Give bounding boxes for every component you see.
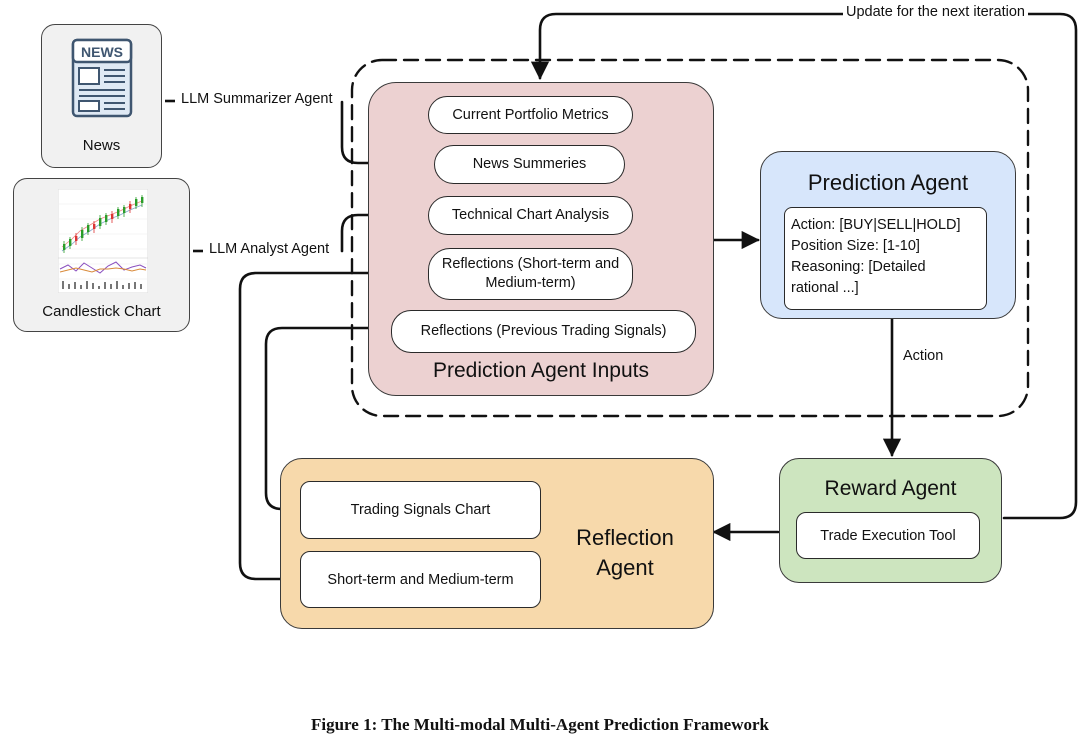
figure-caption: Figure 1: The Multi-modal Multi-Agent Pr…: [311, 715, 769, 734]
trade-execution-tool: Trade Execution Tool: [796, 512, 980, 559]
candlestick-chart-thumbnail: [58, 189, 148, 293]
newspaper-masthead: NEWS: [81, 44, 123, 60]
input-portfolio-metrics: Current Portfolio Metrics: [428, 96, 633, 134]
reflection-trading-signals-chart: Trading Signals Chart: [300, 481, 541, 539]
candlestick-chart-label: Candlestick Chart: [42, 303, 161, 320]
news-label: News: [82, 137, 121, 154]
input-reflections-previous-signals: Reflections (Previous Trading Signals): [391, 310, 696, 353]
arrow-signals-to-reflections: [264, 318, 392, 511]
news-source-box: NEWS News: [41, 24, 162, 168]
output-action-line: Action: [BUY|SELL|HOLD]: [791, 217, 961, 233]
arrow-chart-to-analysis: [340, 205, 428, 253]
output-reasoning-line: Reasoning: [Detailed: [791, 259, 926, 275]
analyst-agent-label: LLM Analyst Agent: [206, 241, 333, 257]
input-reflections-short-medium: Reflections (Short-term and Medium-term): [428, 248, 633, 300]
reflection-short-medium-term: Short-term and Medium-term: [300, 551, 541, 608]
reward-agent-title: Reward Agent: [824, 477, 957, 500]
prediction-inputs-title: Prediction Agent Inputs: [433, 359, 649, 382]
prediction-agent-title: Prediction Agent: [807, 170, 969, 195]
arrow-shortmedium-to-reflections: [238, 263, 428, 581]
newspaper-icon: NEWS: [71, 38, 133, 118]
summarizer-agent-label: LLM Summarizer Agent: [178, 91, 336, 107]
output-position-size-line: Position Size: [1-10]: [791, 238, 920, 254]
iteration-loop-boundary: [350, 58, 1030, 418]
output-reasoning-continued: rational ...]: [791, 280, 859, 296]
action-label: Action: [900, 348, 947, 364]
reflection-agent-title: Reflection Agent: [576, 525, 674, 580]
input-news-summaries: News Summeries: [434, 145, 625, 184]
input-technical-analysis: Technical Chart Analysis: [428, 196, 633, 235]
arrow-update-iteration: [530, 12, 1078, 520]
update-iteration-label: Update for the next iteration: [843, 4, 1028, 20]
prediction-output-format: Action: [BUY|SELL|HOLD] Position Size: […: [784, 207, 987, 310]
arrow-news-to-summaries: [340, 100, 434, 173]
chart-source-box: Candlestick Chart: [13, 178, 190, 332]
